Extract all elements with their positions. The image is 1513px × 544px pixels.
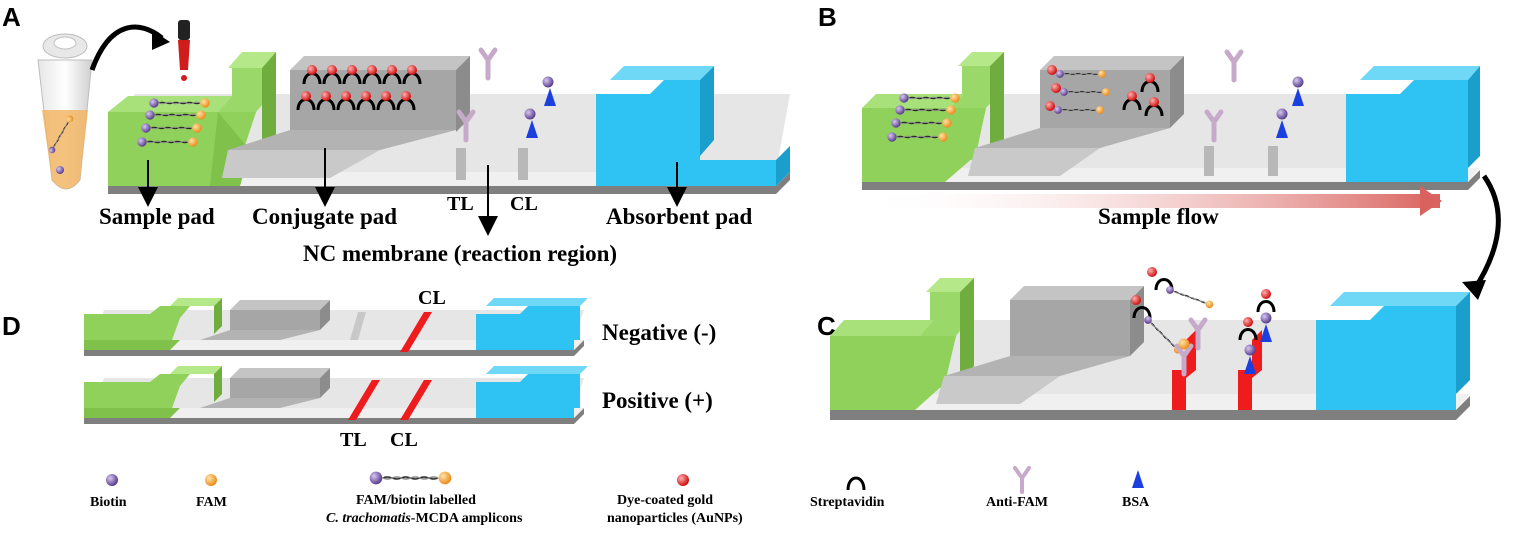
legend-aunps-line2: nanoparticles (AuNPs) xyxy=(607,511,743,526)
strip-positive xyxy=(84,366,588,424)
sample-tube xyxy=(37,33,93,190)
label-sample-pad: Sample pad xyxy=(99,204,215,229)
biotin-icon xyxy=(106,474,118,486)
strip-c xyxy=(830,278,1470,420)
panel-b: B xyxy=(818,2,1501,300)
dropper-icon xyxy=(178,20,190,81)
panel-c: C xyxy=(817,267,1470,420)
strip-b xyxy=(862,52,1480,190)
label-negative: Negative (-) xyxy=(602,320,716,345)
legend-amplicons-suffix: -MCDA amplicons xyxy=(411,511,523,526)
bsa-icon xyxy=(1132,470,1144,488)
label-cl-negative: CL xyxy=(418,287,446,309)
legend: Biotin FAM FAM/biotin labelled C. tracho… xyxy=(90,466,1150,526)
panel-letter-b: B xyxy=(818,2,837,32)
panel-a: A xyxy=(2,2,790,266)
legend-amplicons-line1: FAM/biotin labelled xyxy=(356,493,476,508)
legend-fam: FAM xyxy=(196,495,227,510)
label-cl-positive: CL xyxy=(390,429,418,451)
amplicon-icon xyxy=(370,472,452,485)
streptavidin-icon xyxy=(846,476,866,491)
label-conjugate-pad: Conjugate pad xyxy=(252,204,397,229)
legend-bsa: BSA xyxy=(1122,495,1150,510)
pointer-arrows-a xyxy=(138,148,687,236)
legend-anti-fam: Anti-FAM xyxy=(986,495,1048,510)
legend-aunps-line1: Dye-coated gold xyxy=(617,493,713,508)
label-sample-flow: Sample flow xyxy=(1098,204,1219,229)
fam-icon xyxy=(205,474,217,486)
legend-biotin: Biotin xyxy=(90,495,127,510)
panel-letter-a: A xyxy=(2,2,21,32)
panel-letter-c: C xyxy=(817,311,836,341)
label-nc-membrane: NC membrane (reaction region) xyxy=(303,241,617,266)
strip-negative xyxy=(84,298,588,356)
label-tl-a: TL xyxy=(447,193,474,215)
legend-amplicons-line2: C. trachomatis-MCDA amplicons xyxy=(326,511,523,526)
panel-letter-d: D xyxy=(2,311,21,341)
transfer-arrow xyxy=(89,24,164,71)
label-positive: Positive (+) xyxy=(602,388,713,413)
legend-amplicons-species: C. trachomatis xyxy=(326,511,411,526)
legend-streptavidin: Streptavidin xyxy=(810,495,885,510)
label-absorbent-pad: Absorbent pad xyxy=(606,204,753,229)
label-cl-a: CL xyxy=(510,193,538,215)
aunp-icon xyxy=(677,474,689,486)
b-to-c-arrow xyxy=(1471,174,1501,292)
label-tl-positive: TL xyxy=(340,429,367,451)
panel-d: D CL Negative (-) xyxy=(2,287,716,451)
strip-a xyxy=(108,52,790,194)
sample-flow-arrow xyxy=(860,194,1440,208)
anti-fam-icon xyxy=(1013,466,1031,494)
